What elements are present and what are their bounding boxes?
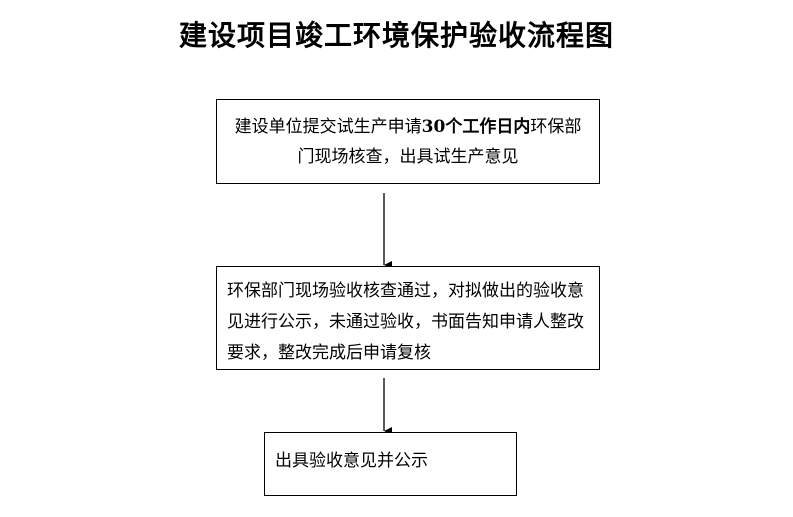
step1-text-after: 环保部门现场核查，出具试生产意见 [297,117,582,167]
step2-text: 环保部门现场验收核查通过，对拟做出的验收意见进行公示，未通过验收，书面告知申请人… [227,281,584,363]
step-box-submit: 建设单位提交试生产申请30个工作日内环保部门现场核查，出具试生产意见 [216,99,600,184]
step-box-issue-opinion: 出具验收意见并公示 [264,432,517,496]
step1-text-before: 建设单位提交试生产申请 [234,117,422,137]
diagram-title: 建设项目竣工环境保护验收流程图 [178,19,614,52]
step1-text-deadline: 30个工作日内 [421,117,531,137]
step3-text: 出具验收意见并公示 [275,451,428,471]
step-box-inspection: 环保部门现场验收核查通过，对拟做出的验收意见进行公示，未通过验收，书面告知申请人… [216,266,600,370]
